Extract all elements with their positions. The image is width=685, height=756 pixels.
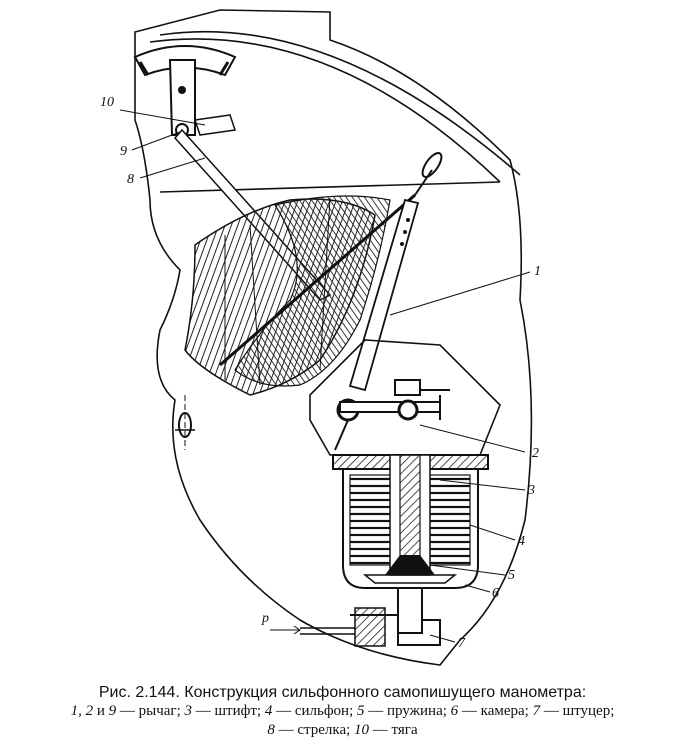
case-outline: [134, 9, 533, 666]
manometer-diagram: 1 2 3 4 5 6 7 8 9 10 p: [100, 9, 541, 666]
lever-2-mechanism: [334, 379, 450, 451]
chart-paper: [184, 195, 391, 396]
part-labels: 1 2 3 4 5 6 7 8 9 10 p: [100, 95, 541, 651]
caption-legend-line-2: 8 — стрелка; 10 — тяга: [267, 722, 418, 738]
label-3: 3: [527, 483, 535, 498]
label-4: 4: [518, 534, 525, 549]
label-7: 7: [458, 636, 466, 651]
figure-caption: Рис. 2.144. Конструкция сильфонного само…: [0, 683, 685, 740]
label-6: 6: [492, 586, 499, 601]
leader-lines: [119, 109, 531, 643]
label-5: 5: [508, 568, 515, 583]
label-8: 8: [127, 172, 134, 187]
label-10: 10: [100, 95, 114, 110]
label-1: 1: [534, 264, 541, 279]
fitting-7: [300, 587, 441, 647]
caption-title: Рис. 2.144. Конструкция сильфонного само…: [98, 684, 587, 701]
label-p: p: [261, 611, 269, 626]
pen-arm: [219, 152, 443, 367]
scale-sector: [133, 45, 237, 137]
bellows-chamber: [332, 454, 489, 589]
label-9: 9: [120, 144, 127, 159]
lever-1: [348, 198, 420, 392]
caption-legend-line-1: 1, 2 и 9 — рычаг; 3 — штифт; 4 — сильфон…: [70, 703, 615, 719]
mount-plate: [309, 339, 501, 456]
label-2: 2: [532, 446, 539, 461]
lower-pivot: [175, 395, 195, 450]
